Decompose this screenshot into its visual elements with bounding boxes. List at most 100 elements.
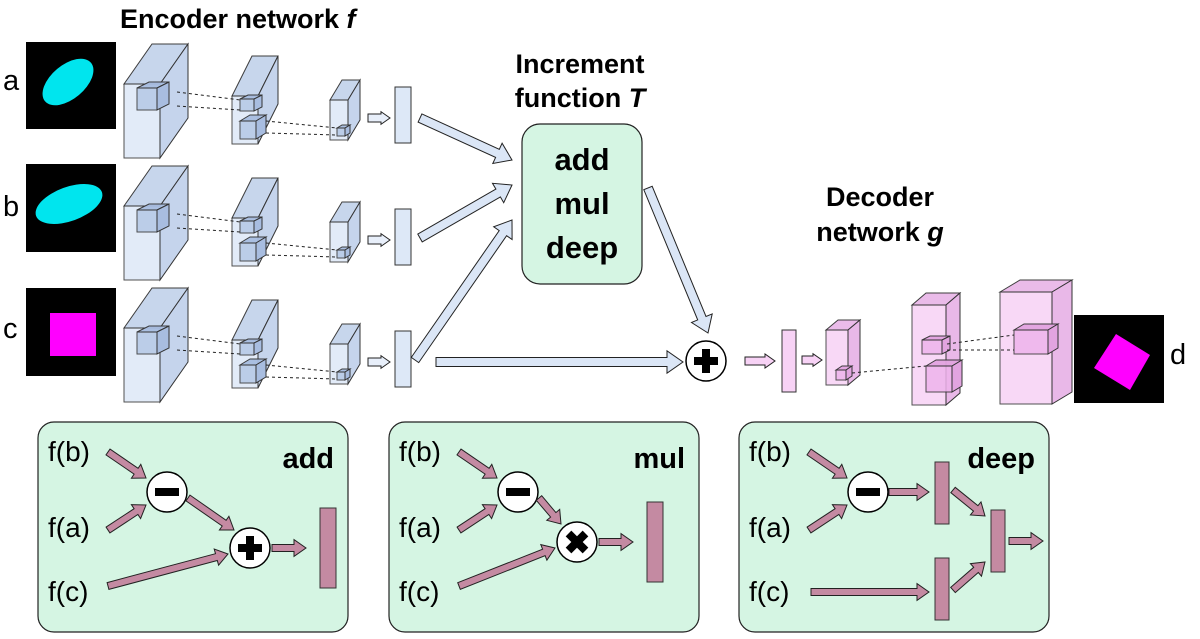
arrow-icon [806, 448, 848, 479]
arrow-icon [1008, 531, 1044, 551]
panel-input-label: f(c) [48, 576, 88, 607]
panel-title: mul [633, 443, 685, 475]
encoder-latent-vector [394, 208, 412, 266]
panel-output-vector [646, 501, 664, 583]
panel-title: deep [967, 443, 1035, 475]
arrow-icon [105, 448, 147, 479]
encoder-kernel-1 [136, 203, 170, 233]
operation-panels: addf(b)f(a)f(c)mulf(b)f(a)f(c)deepf(b)f(… [37, 421, 1050, 633]
panel-background [37, 421, 349, 633]
plus-icon [685, 340, 727, 382]
panel-input-label: f(a) [48, 512, 90, 543]
increment-function-box: add mul deep [521, 123, 643, 285]
decoder-kernel-2b [924, 359, 964, 393]
plus-icon [229, 527, 271, 569]
encoder-latent-vector [394, 330, 412, 388]
times-icon [556, 521, 598, 563]
small-arrow-icon [367, 110, 391, 126]
minus-icon [146, 471, 188, 513]
arrow-icon [106, 548, 229, 591]
encoder-row-b [123, 164, 412, 282]
input-label-a: a [3, 65, 20, 97]
decoder-kernel-3 [1012, 323, 1060, 355]
panel-title: add [282, 443, 334, 475]
op-label-deep: deep [546, 230, 618, 265]
encoder-kernel-2a [239, 94, 263, 112]
encoder-kernel-1 [136, 325, 170, 355]
decoder-latent-vector [781, 329, 797, 393]
decoder-kernel-2a [921, 335, 951, 355]
panel-hidden-vector [990, 509, 1006, 573]
arrow-icon [806, 504, 848, 534]
panel-input-label: f(b) [48, 436, 90, 467]
arrow-icon [535, 494, 562, 525]
input-label-b: b [3, 191, 19, 223]
panel-input-label: f(c) [749, 576, 789, 607]
minus-icon [497, 471, 539, 513]
op-label-mul: mul [554, 186, 609, 221]
panel-input-label: f(a) [749, 512, 791, 543]
arrow-c-to-increment [410, 219, 513, 364]
arrow-icon [105, 504, 147, 534]
decoder-stack [744, 279, 1074, 407]
input-label-c: c [3, 313, 18, 345]
arrow-icon [810, 582, 930, 602]
arrow-c-to-plus [435, 349, 684, 375]
small-arrow-icon [801, 352, 823, 368]
panel-mul: mul f(b) f(a) f(c) [388, 421, 700, 633]
panel-input-label: f(b) [399, 436, 441, 467]
minus-icon [847, 471, 889, 513]
arrow-b-to-increment [417, 182, 513, 243]
decoder-title-line1: Decoder [826, 182, 935, 212]
encoder-kernel-2b [238, 358, 268, 384]
input-image-b [26, 164, 116, 252]
encoder-kernel-2b [238, 236, 268, 262]
encoder-kernel-2a [239, 216, 263, 234]
encoder-kernel-2b [238, 114, 268, 140]
panel-output-vector [319, 507, 337, 589]
arrow-icon [271, 538, 307, 558]
decoder-title-line2: network g [816, 217, 944, 247]
arrow-icon [457, 543, 556, 590]
arrow-icon [456, 504, 498, 534]
encoder-layer-3 [329, 78, 361, 142]
arrow-icon [456, 448, 498, 479]
encoder-latent-vector [394, 86, 412, 144]
output-label-d: d [1170, 339, 1186, 371]
flow-arrows [410, 113, 713, 375]
arrow-plus-to-decoder [744, 353, 776, 369]
encoder-row-c [123, 286, 412, 404]
encoder-kernel-1 [136, 81, 170, 111]
arrow-a-to-increment [417, 113, 513, 165]
decoder-layer-3 [998, 279, 1074, 405]
op-label-add: add [554, 142, 609, 177]
small-arrow-icon [367, 354, 391, 370]
panel-hidden-vector [934, 557, 950, 621]
panel-add: add f(b) f(a) f(c) [37, 421, 349, 633]
panel-hidden-vector [934, 461, 950, 525]
arrow-icon [185, 494, 235, 531]
panel-input-label: f(c) [399, 576, 439, 607]
decoder-kernel-1 [834, 365, 854, 381]
arrow-increment-to-plus [643, 185, 713, 334]
encoder-row-a [123, 42, 412, 160]
encoder-stack [123, 42, 412, 404]
encoder-kernel-3 [335, 368, 352, 381]
arrow-icon [598, 532, 634, 552]
input-image-c [26, 288, 116, 376]
encoder-kernel-3 [335, 246, 352, 259]
output-image-d [1074, 315, 1164, 403]
arrow-icon [950, 486, 986, 517]
encoder-title: Encoder network f [120, 4, 359, 34]
increment-title-line2: function T [515, 83, 648, 113]
arrow-icon [888, 482, 930, 502]
small-arrow-icon [367, 232, 391, 248]
panel-input-label: f(a) [399, 512, 441, 543]
panel-background [738, 421, 1050, 633]
encoder-kernel-2a [239, 338, 263, 356]
input-image-a [26, 42, 116, 129]
increment-title-line1: Increment [515, 49, 644, 79]
encoder-kernel-3 [335, 124, 352, 137]
